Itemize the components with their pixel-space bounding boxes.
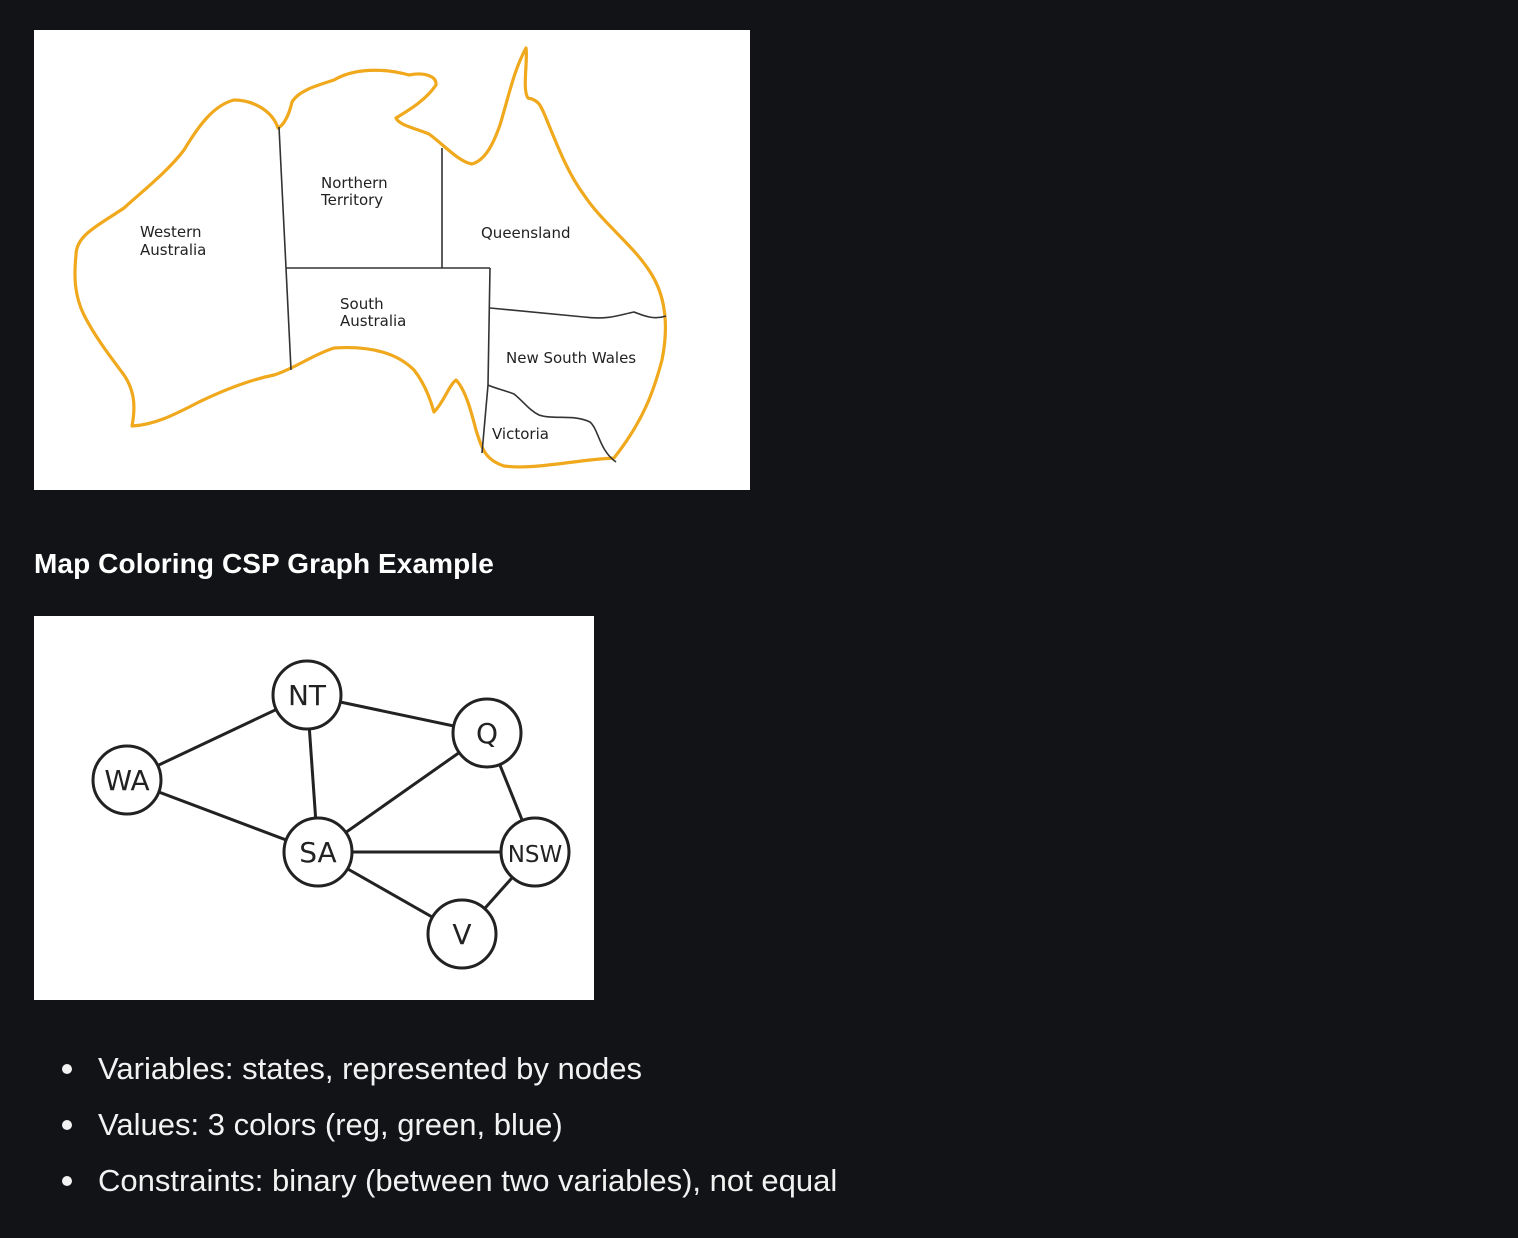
bullet-constraints: Constraints: binary (between two variabl… <box>62 1155 838 1211</box>
australia-map-image: Western Australia Northern Territory Que… <box>34 30 750 490</box>
bullet-variables: Variables: states, represented by nodes <box>62 1043 837 1099</box>
bullet-list: Variables: states, represented by nodes … <box>34 1043 837 1211</box>
state-borders <box>278 126 667 463</box>
bullet-text: Constraints: binary (between two variabl… <box>98 1163 838 1198</box>
node-label: NT <box>288 679 327 712</box>
node-nsw: NSW <box>499 816 571 888</box>
node-wa: WA <box>91 744 163 816</box>
node-circle <box>282 816 354 888</box>
bullet-dot <box>62 1120 72 1130</box>
label-australia-wa: Australia <box>140 241 206 259</box>
section-heading: Map Coloring CSP Graph Example <box>34 548 494 579</box>
node-circle <box>426 898 498 970</box>
bullet-text: Values: 3 colors (reg, green, blue) <box>98 1107 563 1142</box>
node-label: NSW <box>508 842 563 868</box>
node-label: SA <box>299 836 336 869</box>
node-q: Q <box>451 697 523 769</box>
label-australia-sa: Australia <box>340 312 406 330</box>
node-circle <box>91 744 163 816</box>
node-nt: NT <box>271 659 343 731</box>
label-queensland: Queensland <box>481 224 570 242</box>
label-new-south-wales: New South Wales <box>506 349 636 367</box>
bullet-dot <box>62 1176 72 1186</box>
label-northern: Northern <box>321 174 388 192</box>
bullet-dot <box>62 1064 72 1074</box>
bullet-text: Variables: states, represented by nodes <box>98 1051 642 1086</box>
node-v: V <box>426 898 498 970</box>
label-territory: Territory <box>320 191 383 209</box>
node-circle <box>499 816 571 888</box>
australia-map-svg: Western Australia Northern Territory Que… <box>73 46 667 469</box>
bullet-values: Values: 3 colors (reg, green, blue) <box>62 1099 837 1155</box>
csp-graph-svg: WA NT Q SA NSW V <box>91 659 571 970</box>
node-circle <box>271 659 343 731</box>
csp-graph-image: WA NT Q SA NSW V <box>34 616 594 1000</box>
node-label: Q <box>476 717 498 750</box>
label-western: Western <box>140 223 202 241</box>
australia-outline <box>73 46 667 469</box>
graph-nodes: WA NT Q SA NSW V <box>91 659 571 970</box>
node-label: WA <box>104 764 149 797</box>
node-label: V <box>452 918 471 951</box>
label-victoria: Victoria <box>492 425 549 443</box>
label-south: South <box>340 295 384 313</box>
node-sa: SA <box>282 816 354 888</box>
node-circle <box>451 697 523 769</box>
